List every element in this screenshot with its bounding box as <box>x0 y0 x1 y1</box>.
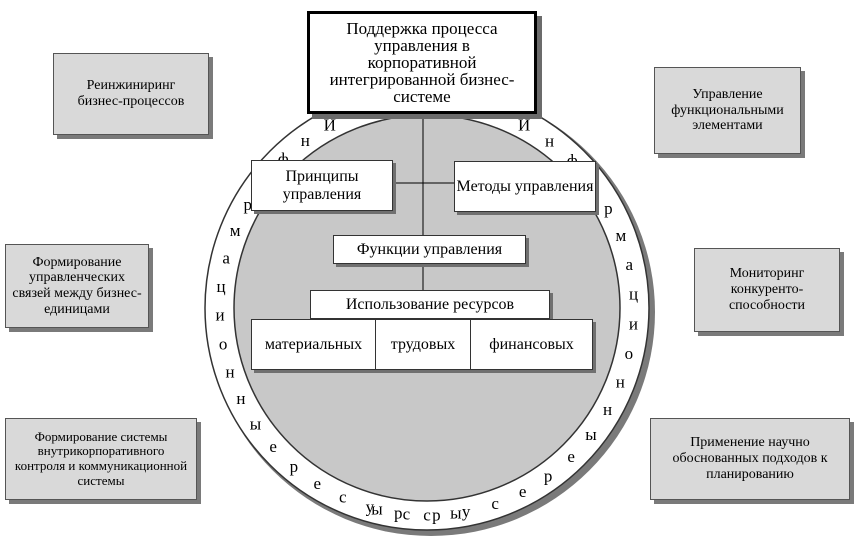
ring-letter-left: р <box>290 457 299 476</box>
side-label-planning: Применение научно обоснованных подходов … <box>672 435 828 482</box>
side-box-reengineering: Реинжиниринг бизнес-процессов <box>53 53 209 135</box>
ring-letter-left: ц <box>217 277 226 296</box>
ring-letter-left: и <box>216 306 225 325</box>
ring-letter-left: н <box>226 363 235 382</box>
ring-letter-left: а <box>222 248 230 267</box>
side-label-reengineering: Реинжиниринг бизнес-процессов <box>77 78 185 109</box>
ring-letter-right: м <box>616 226 627 245</box>
resource-label-labor: трудовых <box>390 335 456 353</box>
ring-letter-left: н <box>236 389 245 408</box>
side-box-functional: Управление функциональными элементами <box>654 67 801 154</box>
ring-letters: ИнформационныересурсыИнформационныересур… <box>216 116 639 525</box>
methods-box: Методы управления <box>454 161 596 212</box>
ring-letter-left: о <box>219 334 228 353</box>
ring-letter-right: ф <box>567 151 578 170</box>
ring-letter-left: м <box>230 221 241 240</box>
ring-letter-left: ы <box>250 414 262 433</box>
resources-title-box: Использование ресурсов <box>310 290 550 319</box>
ring-letter-left: н <box>301 131 310 150</box>
ring-letter-left: ф <box>278 150 289 169</box>
resource-cell-material: материальных <box>251 319 376 370</box>
ring-letter-right: ц <box>629 284 638 303</box>
resources-title-label: Использование ресурсов <box>345 295 515 313</box>
side-label-functional: Управление функциональными элементами <box>671 86 784 134</box>
ring-letter-right: н <box>616 373 625 392</box>
ring-letter-right: ы <box>371 499 383 518</box>
ring-letter-left: р <box>394 504 403 523</box>
ring-letter-left: р <box>243 195 252 214</box>
principles-label: Принципы управления <box>282 167 362 203</box>
ring-letter-right: а <box>626 255 634 274</box>
ring-letter-right: р <box>544 466 553 485</box>
ring-letter-left: е <box>314 474 322 493</box>
side-box-planning: Применение научно обоснованных подходов … <box>650 418 850 500</box>
ring-letter-right: с <box>491 494 499 513</box>
ring-letter-right: у <box>462 502 471 521</box>
ring-letter-right: о <box>625 344 634 363</box>
ring-letter-right: р <box>604 199 613 218</box>
side-label-control: Формирование системы внутрикорпоративног… <box>14 428 188 488</box>
ring-letter-left: с <box>423 506 431 525</box>
resource-label-material: материальных <box>264 335 363 353</box>
main-process-title: Поддержка процесса управления в корпорат… <box>329 19 515 106</box>
side-label-monitoring: Мониторинг конкуренто-способности <box>728 266 806 313</box>
functions-label: Функции управления <box>356 240 503 258</box>
principles-box: Принципы управления <box>251 160 393 211</box>
ring-letter-left: у <box>366 498 375 517</box>
side-box-relations: Формирование управленческих связей между… <box>5 244 149 328</box>
ring-letter-left: И <box>324 116 336 135</box>
side-box-control: Формирование системы внутрикорпоративног… <box>5 418 197 500</box>
ring-letter-left: с <box>339 488 347 507</box>
resource-label-financial: финансовых <box>489 335 574 353</box>
ring-letter-right: и <box>629 314 638 333</box>
ring-letter-right: н <box>545 132 554 151</box>
ring-letter-right: с <box>403 505 411 524</box>
resource-cell-financial: финансовых <box>470 319 593 370</box>
methods-label: Методы управления <box>456 177 594 195</box>
ring-letter-right: н <box>603 400 612 419</box>
ring-letter-right: ы <box>585 425 597 444</box>
ring-letter-right: р <box>432 505 441 524</box>
ring-letter-right: И <box>518 116 530 135</box>
side-label-relations: Формирование управленческих связей между… <box>12 254 142 317</box>
ring-letter-left: ы <box>450 504 462 523</box>
ring-letter-right: е <box>519 482 527 501</box>
resource-cell-labor: трудовых <box>375 319 471 370</box>
functions-box: Функции управления <box>333 235 526 264</box>
ring-letter-right: е <box>567 447 575 466</box>
side-box-monitoring: Мониторинг конкуренто-способности <box>694 248 840 332</box>
ring-letter-left: е <box>269 437 277 456</box>
main-process-box: Поддержка процесса управления в корпорат… <box>307 11 537 114</box>
